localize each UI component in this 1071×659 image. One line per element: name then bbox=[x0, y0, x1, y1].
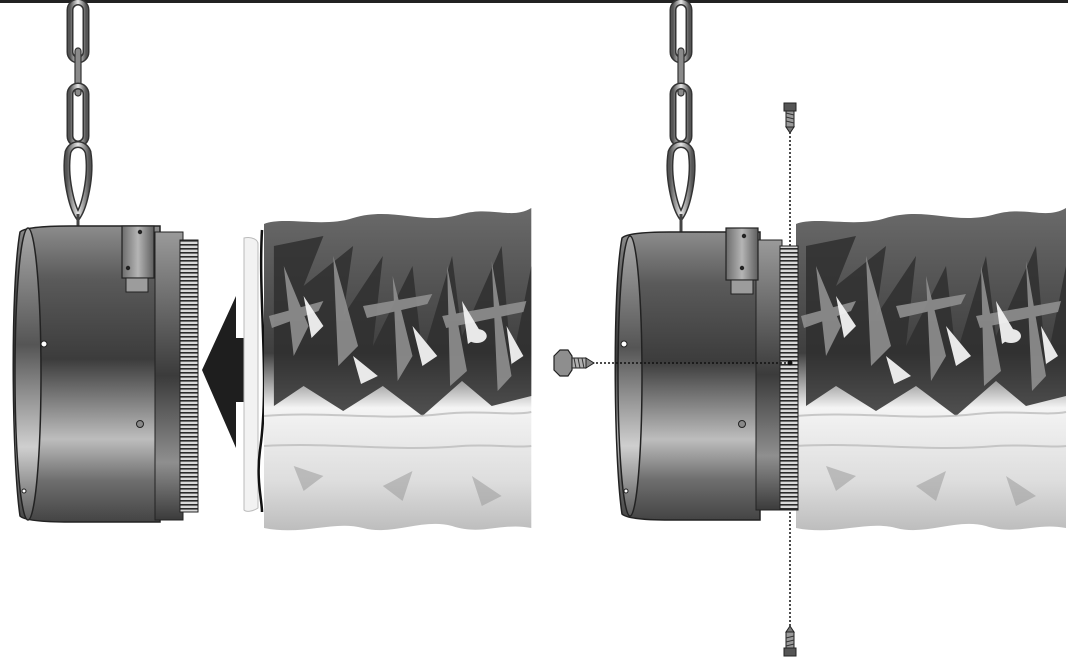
top-border bbox=[0, 0, 1071, 3]
screw-icon bbox=[784, 103, 796, 133]
screw-icon bbox=[784, 626, 796, 656]
insulated-duct-right bbox=[796, 208, 1066, 530]
chain-icon bbox=[67, 2, 89, 232]
inline-fan-left bbox=[13, 226, 198, 522]
panel-right bbox=[554, 2, 1066, 656]
insulated-duct-left bbox=[244, 208, 531, 530]
screw-icon bbox=[554, 350, 594, 376]
chain-icon bbox=[670, 2, 692, 232]
panel-left bbox=[13, 2, 531, 530]
inline-fan-right bbox=[615, 228, 798, 520]
